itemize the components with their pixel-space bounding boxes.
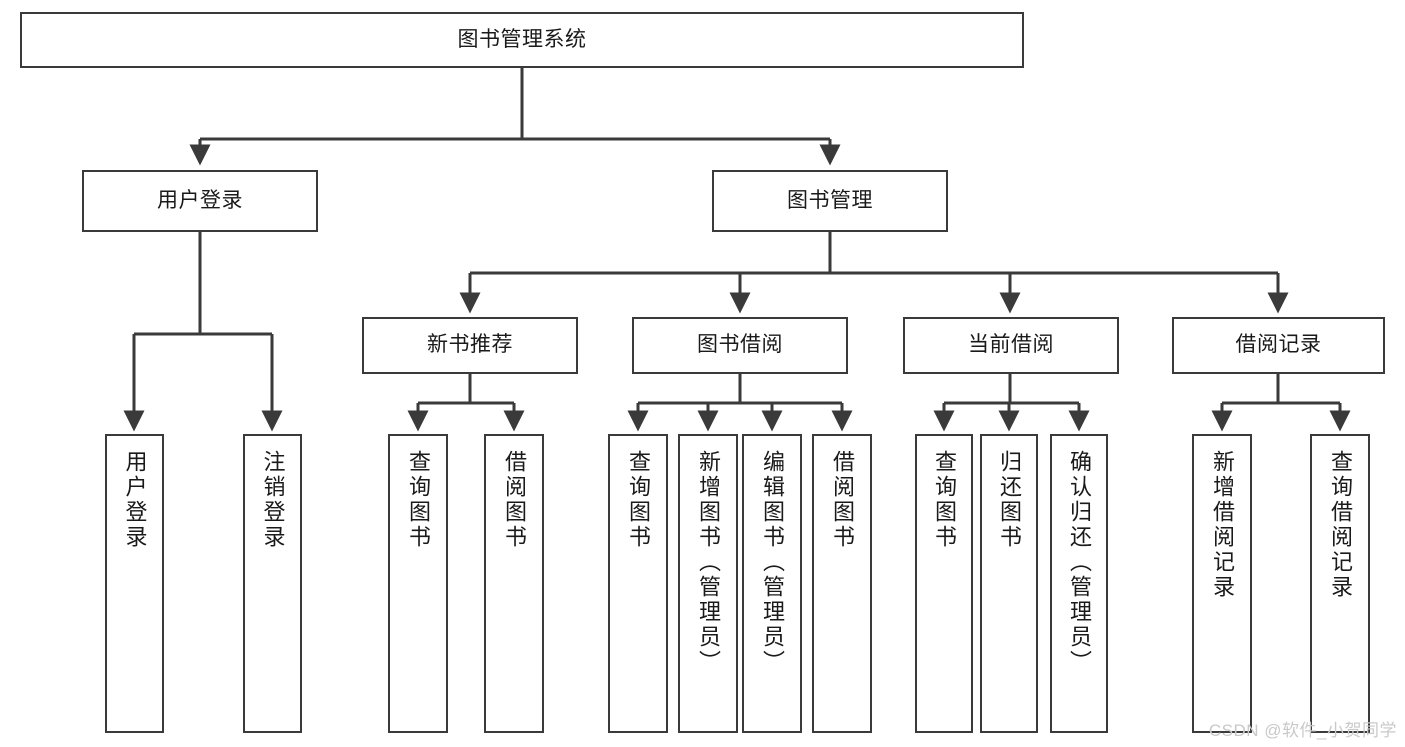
node-leaf-query-book-2-label: 查询图书	[626, 450, 651, 550]
node-leaf-user-logout[interactable]: 注销登录	[243, 434, 302, 733]
node-leaf-borrow-book-1-label: 借阅图书	[502, 450, 527, 550]
node-leaf-confirm-return[interactable]: 确认归还（管理员）	[1050, 434, 1108, 733]
node-book-borrow[interactable]: 图书借阅	[632, 317, 848, 374]
node-leaf-borrow-book-2[interactable]: 借阅图书	[812, 434, 872, 733]
node-root-label: 图书管理系统	[457, 27, 587, 51]
node-new-book-recommend-label: 新书推荐	[427, 333, 513, 357]
node-leaf-borrow-book-1[interactable]: 借阅图书	[484, 434, 544, 733]
node-leaf-user-logout-label: 注销登录	[260, 450, 286, 550]
node-book-manage[interactable]: 图书管理	[712, 170, 948, 232]
node-leaf-add-book-label: 新增图书（管理员）	[696, 450, 721, 675]
node-user-login[interactable]: 用户登录	[82, 170, 318, 232]
node-leaf-query-book-3[interactable]: 查询图书	[915, 434, 973, 733]
node-leaf-add-record-label: 新增借阅记录	[1210, 450, 1235, 600]
node-leaf-query-record-label: 查询借阅记录	[1328, 450, 1353, 600]
node-book-borrow-label: 图书借阅	[697, 333, 783, 357]
node-leaf-borrow-book-2-label: 借阅图书	[830, 450, 855, 550]
node-borrow-record[interactable]: 借阅记录	[1172, 317, 1385, 374]
node-book-manage-label: 图书管理	[787, 188, 873, 212]
node-leaf-add-book[interactable]: 新增图书（管理员）	[678, 434, 738, 733]
node-leaf-query-book-2[interactable]: 查询图书	[608, 434, 668, 733]
node-leaf-user-login[interactable]: 用户登录	[105, 434, 164, 733]
node-leaf-query-book-1-label: 查询图书	[406, 450, 431, 550]
node-borrow-record-label: 借阅记录	[1235, 333, 1322, 357]
node-leaf-query-book-1[interactable]: 查询图书	[388, 434, 448, 733]
node-current-borrow[interactable]: 当前借阅	[903, 317, 1119, 374]
node-leaf-return-book-label: 归还图书	[997, 450, 1022, 550]
node-leaf-edit-book-label: 编辑图书（管理员）	[760, 450, 785, 675]
node-leaf-user-login-label: 用户登录	[122, 450, 148, 550]
node-user-login-label: 用户登录	[157, 188, 243, 212]
node-root[interactable]: 图书管理系统	[20, 12, 1024, 68]
node-leaf-edit-book[interactable]: 编辑图书（管理员）	[742, 434, 802, 733]
node-leaf-return-book[interactable]: 归还图书	[980, 434, 1038, 733]
node-current-borrow-label: 当前借阅	[968, 333, 1054, 357]
node-leaf-confirm-return-label: 确认归还（管理员）	[1067, 450, 1092, 675]
node-new-book-recommend[interactable]: 新书推荐	[362, 317, 578, 374]
node-leaf-query-book-3-label: 查询图书	[932, 450, 957, 550]
watermark: CSDN @软件_小贺同学	[1208, 721, 1397, 740]
node-leaf-query-record[interactable]: 查询借阅记录	[1310, 434, 1370, 733]
node-leaf-add-record[interactable]: 新增借阅记录	[1192, 434, 1252, 733]
